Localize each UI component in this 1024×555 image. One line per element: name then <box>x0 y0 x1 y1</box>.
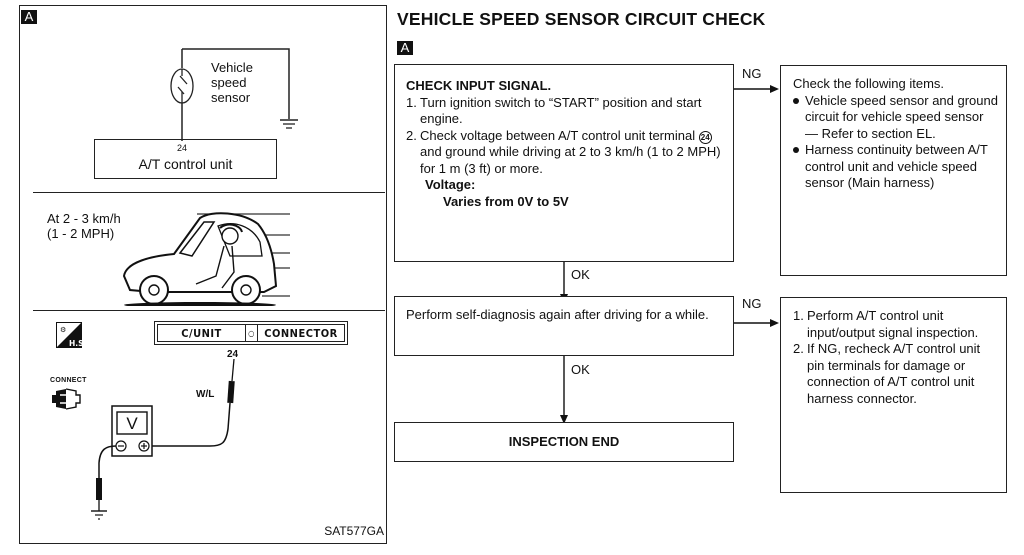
step1-heading: CHECK INPUT SIGNAL. <box>406 78 552 93</box>
inspection-end-label: INSPECTION END <box>508 433 620 449</box>
harness-connector: C/UNIT ○ CONNECTOR <box>154 321 348 345</box>
positive-probe <box>227 380 235 404</box>
control-unit-label: A/T control unit <box>138 156 233 172</box>
ng-inspection-box: 1.Perform A/T control unit input/output … <box>780 297 1007 493</box>
ng1-bullet: Vehicle speed sensor and ground circuit … <box>793 93 1000 143</box>
spec-label: Voltage: <box>425 177 476 192</box>
ng2-item: 1.Perform A/T control unit input/output … <box>793 308 979 340</box>
ng-arrow-1 <box>734 85 779 93</box>
ng-label: NG <box>742 296 762 311</box>
front-wheel <box>139 275 169 305</box>
voltmeter-wiring: V <box>91 358 235 520</box>
page-title: VEHICLE SPEED SENSOR CIRCUIT CHECK <box>397 9 766 29</box>
ng1-intro: Check the following items. <box>793 76 945 91</box>
driving-car-illustration <box>122 212 290 306</box>
connector-right-label: CONNECTOR <box>264 327 338 340</box>
terminal-number: 24 <box>177 143 188 153</box>
sensor-ground-wire <box>182 48 290 119</box>
inspection-end-box: INSPECTION END <box>394 422 734 462</box>
car-shadow <box>124 302 276 306</box>
svg-text:H.S.: H.S. <box>69 339 82 348</box>
voltmeter-display: V <box>126 414 138 433</box>
figure-code: SAT577GA <box>324 524 384 538</box>
section-badge: A <box>21 10 37 24</box>
connector-connect-icon <box>52 388 81 410</box>
step1-item: 1.Turn ignition switch to “START” positi… <box>406 94 702 127</box>
sensor-circuit-diagram <box>170 48 298 141</box>
section-divider <box>33 192 385 193</box>
ng2-item: 2.If NG, recheck A/T control unit pin te… <box>793 341 981 406</box>
ok-label: OK <box>571 267 590 282</box>
connector-terminal-number: 24 <box>227 349 239 360</box>
step2-text: Perform self-diagnosis again after drivi… <box>406 307 709 322</box>
negative-lead <box>98 445 117 478</box>
ok-arrow-2 <box>560 356 568 424</box>
connect-label: CONNECT <box>50 377 87 384</box>
spec-value: Varies from 0V to 5V <box>443 193 569 209</box>
section-divider <box>33 310 385 311</box>
terminal-circle-icon: 24 <box>698 130 712 144</box>
sensor-switch <box>179 75 188 85</box>
ok-label: OK <box>571 362 590 377</box>
ground-icon <box>91 510 107 520</box>
step-check-input-signal: CHECK INPUT SIGNAL. 1.Turn ignition swit… <box>394 64 734 262</box>
wire-color-label: W/L <box>196 389 215 400</box>
ng-arrow-2 <box>734 319 779 327</box>
ground-icon <box>280 119 298 129</box>
connector-left-label: C/UNIT <box>158 325 246 341</box>
speed-label: At 2 - 3 km/h (1 - 2 MPH) <box>47 211 121 241</box>
step1-item: 2.Check voltage between A/T control unit… <box>406 127 721 176</box>
control-unit-box: 24 A/T control unit <box>94 139 277 179</box>
negative-probe <box>96 478 102 500</box>
svg-text:⚙: ⚙ <box>60 326 66 334</box>
rear-wheel <box>231 275 261 305</box>
positive-lead <box>152 402 231 447</box>
hs-icon: ⚙ H.S. <box>56 322 87 348</box>
ng-label: NG <box>742 66 762 81</box>
illustration-panel: A Vehicle speed sensor 24 A/T control un… <box>19 5 387 544</box>
ng1-bullet: Harness continuity between A/T control u… <box>793 142 1000 192</box>
flowchart-badge: A <box>397 41 413 55</box>
ng-check-items-box: Check the following items. Vehicle speed… <box>780 65 1007 276</box>
step-self-diagnosis: Perform self-diagnosis again after drivi… <box>394 296 734 356</box>
sensor-label: Vehicle speed sensor <box>211 60 253 105</box>
connector-lock-icon: ○ <box>246 325 258 341</box>
